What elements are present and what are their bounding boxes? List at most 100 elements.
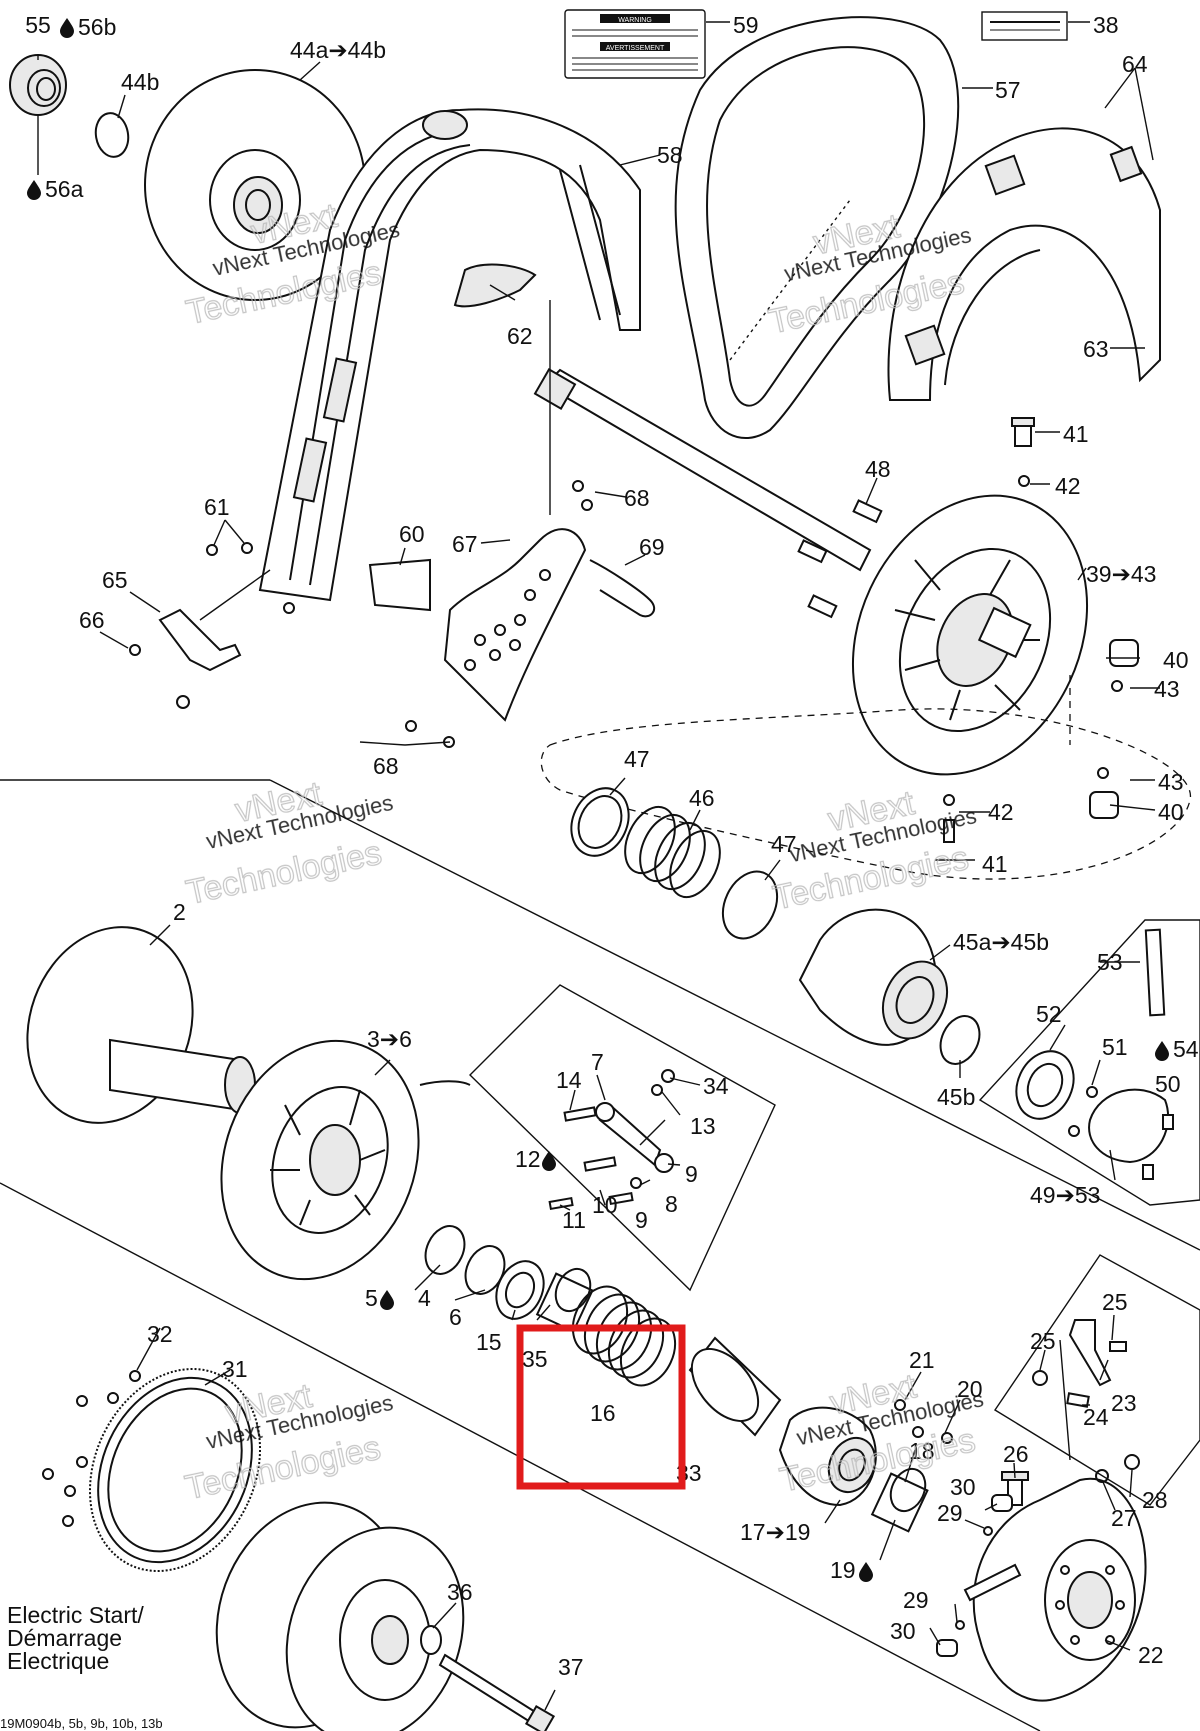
cam-45a-45b: [798, 908, 949, 1046]
label-45a-45b: 45a➔45b: [953, 929, 1049, 955]
pulley-half-44a: [144, 69, 366, 301]
driven-pulley-39-43: [851, 494, 1089, 776]
label-56a: 56a: [45, 176, 84, 202]
label-57: 57: [995, 77, 1021, 103]
label-53: 53: [1097, 949, 1123, 975]
warning-title-fr: AVERTISSEMENT: [606, 45, 665, 52]
label-14: 14: [556, 1067, 582, 1093]
label-42b: 42: [988, 799, 1014, 825]
label-50: 50: [1155, 1071, 1181, 1097]
label-26: 26: [1003, 1441, 1029, 1467]
label-61: 61: [204, 494, 230, 520]
hardware-20-21: [894, 1399, 953, 1444]
seal-part-55: [9, 54, 67, 116]
label-51: 51: [1102, 1034, 1128, 1060]
label-3-6: 3➔6: [367, 1026, 412, 1052]
drive-shaft: [533, 368, 872, 572]
label-46: 46: [689, 785, 715, 811]
detail-box-23-25: [994, 1254, 1200, 1506]
label-47b: 47: [771, 831, 797, 857]
label-68a: 68: [624, 485, 650, 511]
outer-cover-58: [258, 108, 641, 602]
sleeve-33: [688, 1336, 782, 1437]
label-16: 16: [590, 1400, 616, 1426]
movable-sheave-3-6: [220, 1039, 420, 1281]
mount-bracket-67: [443, 528, 587, 722]
label-15: 15: [476, 1329, 502, 1355]
label-12: 12: [515, 1146, 541, 1172]
label-65: 65: [102, 567, 128, 593]
label-28: 28: [1142, 1487, 1168, 1513]
label-22: 22: [1138, 1642, 1164, 1668]
label-42a: 42: [1055, 473, 1081, 499]
oil-drop-icon: [27, 180, 41, 200]
label-6: 6: [449, 1304, 462, 1330]
drawing-reference: 19M0904b, 5b, 9b, 10b, 13b: [0, 1716, 163, 1731]
spring-46: [624, 805, 721, 899]
label-13: 13: [690, 1113, 716, 1139]
label-27: 27: [1111, 1505, 1137, 1531]
oil-drop-icon: [380, 1290, 394, 1310]
label-54: 54: [1173, 1036, 1199, 1062]
label-62: 62: [507, 323, 533, 349]
flywheel-electric-start: [215, 1501, 465, 1731]
bushing-18: [870, 1467, 929, 1533]
leader-lines-top: [37, 21, 1160, 861]
bracket-62: [453, 263, 537, 308]
label-38: 38: [1093, 12, 1119, 38]
housing-22: [963, 1477, 1147, 1702]
label-9b: 9: [635, 1207, 648, 1233]
bushing-4: [424, 1225, 466, 1275]
ring-gear-31: [88, 1368, 262, 1572]
label-31: 31: [222, 1356, 248, 1382]
label-44b: 44b: [121, 69, 159, 95]
electric-start-line3: Electrique: [7, 1648, 109, 1674]
electric-start-line1: Electric Start/: [7, 1602, 144, 1628]
label-18: 18: [909, 1438, 935, 1464]
label-39-43: 39➔43: [1086, 561, 1156, 587]
label-55: 55: [25, 12, 51, 38]
label-43b: 43: [1158, 769, 1184, 795]
warning-decal-59: WARNING AVERTISSEMENT: [564, 9, 706, 79]
label-2: 2: [173, 899, 186, 925]
label-48: 48: [865, 456, 891, 482]
label-36: 36: [447, 1579, 473, 1605]
label-40b: 40: [1158, 799, 1184, 825]
label-32: 32: [147, 1321, 173, 1347]
bushing-35: [535, 1267, 594, 1333]
label-5: 5: [365, 1285, 378, 1311]
label-30a: 30: [950, 1474, 976, 1500]
screws-32: [42, 1370, 141, 1527]
oil-drop-icon: [859, 1562, 873, 1582]
electric-start-line2: Démarrage: [7, 1625, 122, 1651]
label-25a: 25: [1102, 1289, 1128, 1315]
washer-36: [420, 1625, 442, 1655]
label-56b: 56b: [78, 14, 116, 40]
label-10: 10: [592, 1192, 618, 1218]
label-4: 4: [418, 1285, 431, 1311]
label-7: 7: [591, 1049, 604, 1075]
hardware-61-68: [206, 480, 593, 748]
fixed-sheave-2: [26, 926, 256, 1124]
label-30b: 30: [890, 1618, 916, 1644]
leader-lines-bottom: [136, 777, 1140, 1711]
label-59: 59: [733, 12, 759, 38]
label-45b: 45b: [937, 1084, 975, 1110]
washer-15: [495, 1260, 545, 1320]
label-35: 35: [522, 1346, 548, 1372]
label-23: 23: [1111, 1390, 1137, 1416]
label-9a: 9: [685, 1161, 698, 1187]
belt-guard-63: [887, 127, 1161, 401]
label-52: 52: [1036, 1001, 1062, 1027]
electric-start-caption: Electric Start/ Démarrage Electrique: [7, 1602, 144, 1674]
retaining-ring-44b: [94, 112, 130, 158]
oil-drop-icon: [1155, 1041, 1169, 1061]
label-17-19: 17➔19: [740, 1519, 810, 1545]
label-67: 67: [452, 531, 478, 557]
decal-38: [981, 11, 1068, 41]
oil-drop-icon: [542, 1151, 556, 1171]
label-66: 66: [79, 607, 105, 633]
label-64: 64: [1122, 51, 1148, 77]
bracket-65: [129, 608, 242, 709]
